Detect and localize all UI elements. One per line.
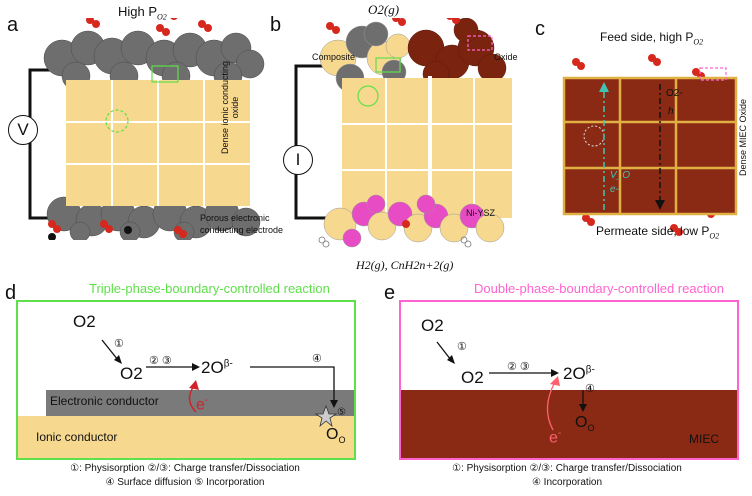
- panel-e-letter: e: [384, 282, 396, 304]
- panel-d-electron: e-: [196, 395, 209, 414]
- panel-e-oo-sub: O: [587, 423, 595, 434]
- panel-b-oxide-label: Oxide: [494, 52, 518, 62]
- panel-d-step1: ①: [114, 338, 124, 350]
- panel-b-bottom-label: H2(g), CnH2n+2(g): [356, 258, 454, 272]
- panel-d-o2-top: O2: [73, 312, 96, 331]
- panel-a-voltage-source: V: [8, 115, 38, 145]
- panel-a-side-label: Dense ionic conducting oxide: [220, 60, 240, 155]
- panel-b-ni-ysz-label: Ni-YSZ: [466, 208, 495, 218]
- panel-d-two-o: 2Oβ-: [201, 358, 233, 377]
- panel-c-miec-block: [562, 76, 738, 216]
- panel-e-steps23: ② ③: [507, 361, 530, 373]
- panel-c-side-label: Dense MIEC Oxide: [738, 98, 748, 177]
- panel-a-diagram: [28, 18, 265, 240]
- panel-a-letter: a: [7, 14, 19, 36]
- panel-b-letter: b: [270, 14, 282, 36]
- panel-a-bottom-label: Porous electronic conducting electrode: [200, 213, 284, 235]
- panel-e-miec-label: MIEC: [689, 432, 719, 446]
- panel-e-electron-sup: -: [557, 428, 562, 439]
- panel-b-current-source: I: [283, 145, 313, 175]
- panel-d-steps23: ② ③: [149, 355, 172, 367]
- panel-c-electron: e-: [610, 184, 620, 195]
- panel-d-oo-sub: O: [338, 435, 346, 446]
- panel-d-ionic-label: Ionic conductor: [36, 430, 118, 444]
- panel-a-top-label-text: High P: [118, 4, 158, 19]
- panel-e-oo: OO: [575, 414, 595, 434]
- panel-c-top-label: Feed side, high PO2: [600, 30, 703, 46]
- panel-b-diagram: [294, 18, 512, 248]
- panel-d-legend-1: ①: Physisorption ②/③: Charge transfer/Di…: [70, 463, 300, 474]
- panel-c-top-label-sub: O2: [693, 37, 704, 47]
- panel-e-legend-2: ④ Incorporation: [531, 477, 603, 488]
- panel-d-electronic-label: Electronic conductor: [50, 394, 159, 408]
- panel-c-vacancy: V_O: [610, 170, 630, 181]
- panel-e-step4: ④: [585, 383, 595, 395]
- panel-c-diagram: O2- h V_O e-: [562, 54, 738, 236]
- panel-e-o2-mid: O2: [461, 368, 484, 387]
- panel-e-title: Double-phase-boundary-controlled reactio…: [474, 281, 725, 296]
- panel-d-two-o-sup: β-: [223, 358, 233, 370]
- panel-a-top-label-sub: O2: [157, 12, 167, 22]
- panel-e-two-o: 2Oβ-: [563, 364, 595, 383]
- panel-b-top-label: O2(g): [368, 2, 400, 17]
- panel-d-o2-mid: O2: [120, 364, 143, 383]
- panel-c-letter: c: [535, 18, 545, 40]
- panel-c-bottom-label-text: Permeate side, low P: [596, 224, 710, 238]
- panel-d-electron-sup: -: [204, 395, 209, 406]
- panel-c-hole: h: [668, 106, 674, 117]
- panel-d-letter: d: [5, 282, 17, 304]
- panel-a-voltage-symbol: V: [17, 120, 29, 139]
- panel-c-top-label-text: Feed side, high P: [600, 30, 694, 44]
- panel-e-electron: e-: [549, 428, 562, 447]
- panel-d-step5: ⑤: [337, 407, 346, 418]
- panel-e-two-o-sup: β-: [585, 364, 595, 376]
- panel-e-step1: ①: [457, 341, 467, 353]
- panel-d-legend-2: ④ Surface diffusion ⑤ Incorporation: [105, 477, 265, 488]
- panel-b-current-symbol: I: [295, 150, 301, 169]
- panel-e-o2-top: O2: [421, 316, 444, 335]
- panel-c-bottom-label: Permeate side, low PO2: [596, 224, 719, 240]
- panel-e-legend-1: ①: Physisorption ②/③: Charge transfer/Di…: [452, 463, 682, 474]
- panel-d-frame: O2 ① ② ③ O2 2Oβ- ④ e- ⑤ OO Electronic co…: [16, 300, 356, 460]
- panel-c-oxide-ion: O2-: [666, 88, 683, 99]
- panel-a-top-label: High PO2: [118, 4, 167, 22]
- panel-d-step4: ④: [312, 353, 322, 365]
- panel-d-title: Triple-phase-boundary-controlled reactio…: [89, 281, 330, 296]
- panel-c-bottom-label-sub: O2: [709, 231, 720, 241]
- panel-d-oo: OO: [326, 426, 346, 446]
- panel-b-composite-label: Composite: [312, 52, 356, 62]
- panel-e-frame: O2 ① ② ③ O2 2Oβ- ④ e- OO MIEC: [399, 300, 739, 460]
